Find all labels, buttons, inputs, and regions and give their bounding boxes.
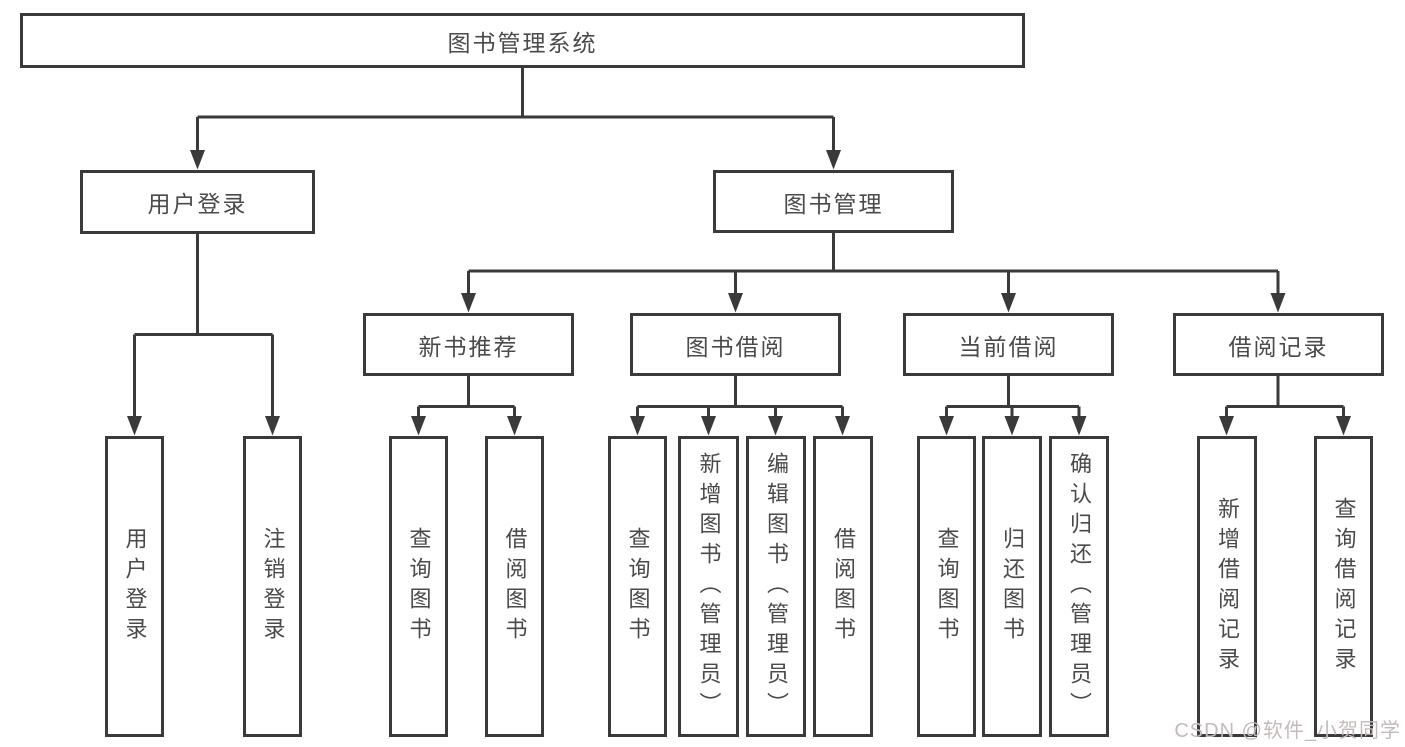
leaf-query-books-current: 查询图书	[917, 436, 976, 737]
leaf-query-books-borrow: 查询图书	[608, 436, 667, 737]
leaf-confirm-return-admin: 确认归还（管理员）	[1049, 436, 1109, 737]
leaf-edit-books-admin: 编辑图书（管理员）	[746, 436, 806, 737]
leaf-add-borrow-record: 新增借阅记录	[1197, 436, 1257, 737]
leaf-logout: 注销登录	[243, 436, 302, 737]
node-current-borrow: 当前借阅	[903, 313, 1114, 376]
node-library-management-system: 图书管理系统	[20, 13, 1025, 68]
leaf-return-books: 归还图书	[982, 436, 1042, 737]
node-borrow-record: 借阅记录	[1173, 313, 1384, 376]
leaf-add-books-admin: 新增图书（管理员）	[678, 436, 739, 737]
node-new-book-recommend: 新书推荐	[363, 313, 574, 376]
leaf-query-borrow-record: 查询借阅记录	[1314, 436, 1373, 737]
leaf-borrow-books: 借阅图书	[813, 436, 873, 737]
node-user-login: 用户登录	[80, 170, 315, 234]
leaf-user-login: 用户登录	[105, 436, 164, 737]
watermark: CSDN @软件_小贺同学	[1174, 720, 1401, 742]
node-book-management: 图书管理	[713, 170, 954, 233]
node-book-borrow: 图书借阅	[630, 313, 841, 376]
leaf-borrow-books-recommend: 借阅图书	[485, 436, 544, 737]
leaf-query-books-recommend: 查询图书	[389, 436, 448, 737]
arrowhead-icons	[127, 150, 1351, 436]
